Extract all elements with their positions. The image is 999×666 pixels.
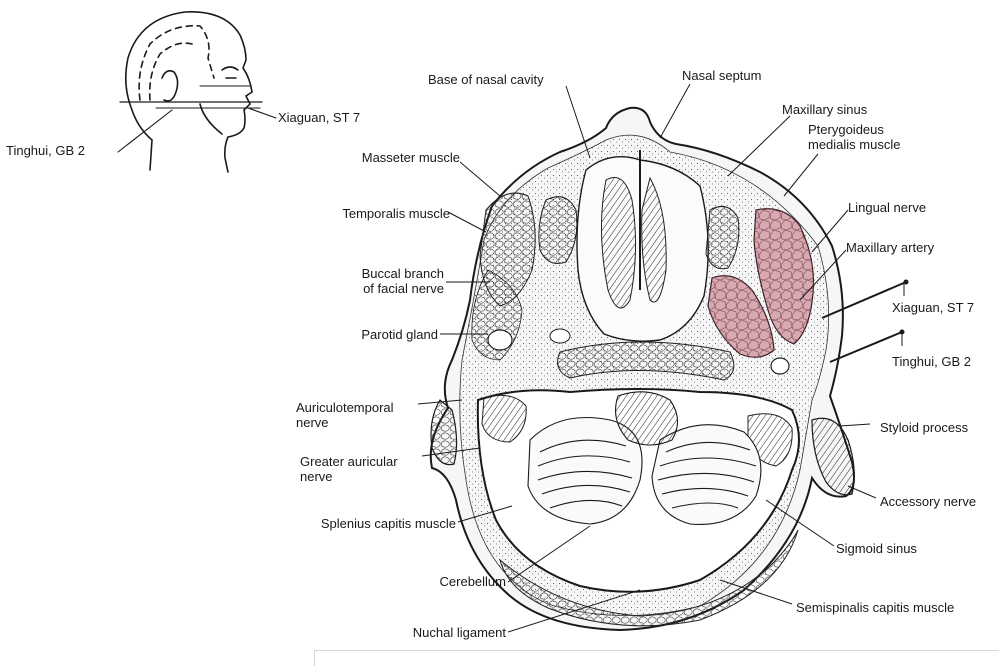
frame-edge-left bbox=[314, 650, 315, 666]
label-buccal-line1: Buccal branch bbox=[306, 266, 444, 281]
inset-label-tinghui: Tinghui, GB 2 bbox=[6, 143, 85, 158]
label-maxillary-artery: Maxillary artery bbox=[846, 240, 934, 255]
label-maxillary-sinus: Maxillary sinus bbox=[782, 102, 867, 117]
label-nasal-septum: Nasal septum bbox=[682, 68, 761, 83]
label-masseter-muscle: Masseter muscle bbox=[326, 150, 460, 165]
label-pterygoideus-line2: medialis muscle bbox=[808, 137, 900, 152]
label-lingual-nerve: Lingual nerve bbox=[848, 200, 926, 215]
label-temporalis-muscle: Temporalis muscle bbox=[310, 206, 450, 221]
head-profile-inset bbox=[118, 12, 276, 172]
inset-label-xiaguan: Xiaguan, ST 7 bbox=[278, 110, 360, 125]
label-sigmoid-sinus: Sigmoid sinus bbox=[836, 541, 917, 556]
label-nuchal-ligament: Nuchal ligament bbox=[380, 625, 506, 640]
label-cerebellum: Cerebellum bbox=[410, 574, 506, 589]
label-pterygoideus: Pterygoideus medialis muscle bbox=[808, 122, 900, 152]
label-pterygoideus-line1: Pterygoideus bbox=[808, 122, 900, 137]
label-greater-auricular: Greater auricular nerve bbox=[300, 454, 398, 484]
frame-edge-bottom bbox=[314, 650, 999, 651]
label-parotid-gland: Parotid gland bbox=[330, 327, 438, 342]
label-greater-auricular-line2: nerve bbox=[300, 469, 398, 484]
label-buccal-line2: of facial nerve bbox=[306, 281, 444, 296]
label-auriculotemporal-line2: nerve bbox=[296, 415, 394, 430]
label-splenius-capitis: Splenius capitis muscle bbox=[270, 516, 456, 531]
label-buccal-branch: Buccal branch of facial nerve bbox=[306, 266, 444, 296]
label-greater-auricular-line1: Greater auricular bbox=[300, 454, 398, 469]
label-tinghui: Tinghui, GB 2 bbox=[892, 354, 971, 369]
label-base-of-nasal-cavity: Base of nasal cavity bbox=[428, 72, 544, 87]
label-semispinalis-capitis: Semispinalis capitis muscle bbox=[796, 600, 954, 615]
label-accessory-nerve: Accessory nerve bbox=[880, 494, 976, 509]
label-styloid-process: Styloid process bbox=[880, 420, 968, 435]
label-auriculotemporal-line1: Auriculotemporal bbox=[296, 400, 394, 415]
label-xiaguan: Xiaguan, ST 7 bbox=[892, 300, 974, 315]
label-auriculotemporal: Auriculotemporal nerve bbox=[296, 400, 394, 430]
